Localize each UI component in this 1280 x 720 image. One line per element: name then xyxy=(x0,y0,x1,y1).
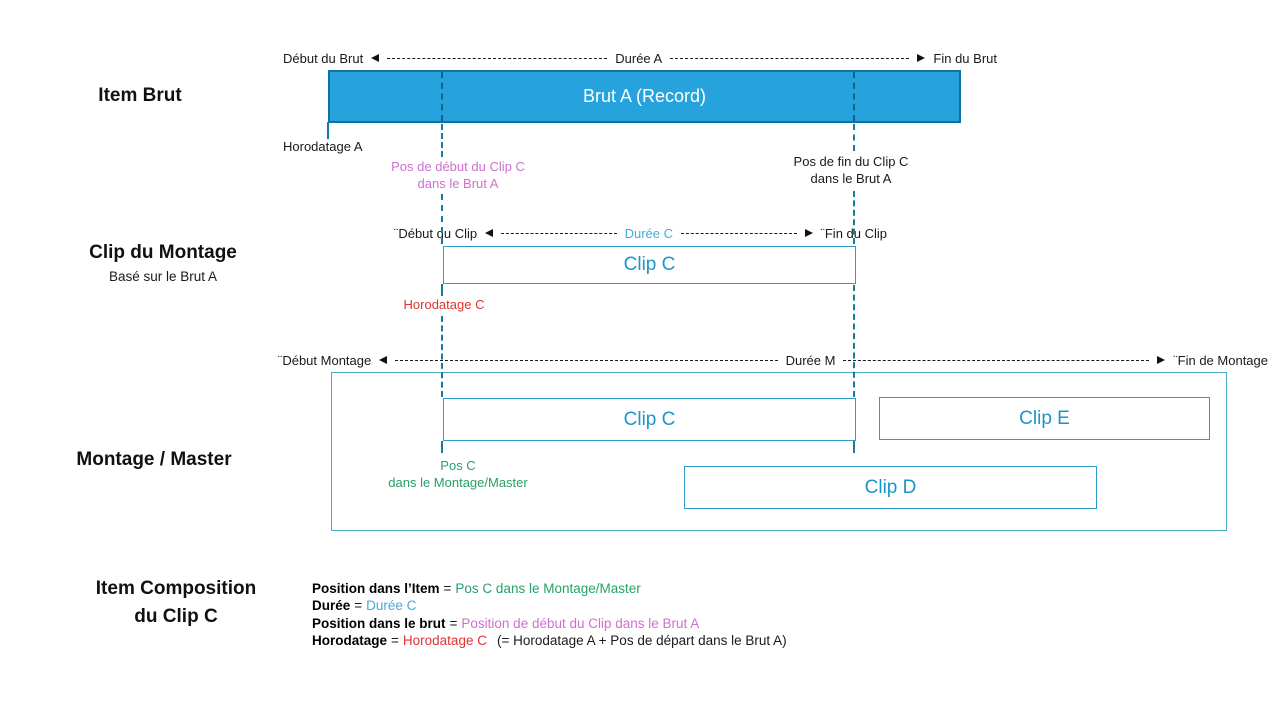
row-label-clip-du-montage: Clip du Montage xyxy=(89,242,237,263)
composition-value: Position de début du Clip dans le Brut A xyxy=(461,615,700,631)
timeline-montage-end-label: ¨Fin de Montage xyxy=(1173,352,1268,368)
horodatage-c-connector-line xyxy=(441,284,443,296)
composition-suffix: (= Horodatage A + Pos de départ dans le … xyxy=(496,632,787,648)
composition-line-position-brut: Position dans le brut=Position de début … xyxy=(312,615,787,632)
arrowhead-right-icon xyxy=(917,54,926,62)
pos-c-line2: dans le Montage/Master xyxy=(388,475,528,490)
arrowhead-left-icon xyxy=(371,54,380,62)
clip-start-connector xyxy=(441,316,443,397)
clip-c-box-montage-row: Clip C xyxy=(443,246,856,284)
dashed-span xyxy=(681,232,797,234)
timeline-clip-duration-label: Durée C xyxy=(624,225,674,241)
equals-sign: = xyxy=(443,581,452,596)
row-label-item-composition-line1: Item Composition xyxy=(95,578,257,599)
clip-end-connector-tick xyxy=(853,441,855,453)
pos-c-line1: Pos C xyxy=(440,458,476,473)
clip-e-box-in-montage: Clip E xyxy=(879,397,1210,440)
timeline-brut-end-label: Fin du Brut xyxy=(933,50,997,66)
composition-key: Position dans l’Item xyxy=(312,581,440,596)
equals-sign: = xyxy=(449,615,458,631)
timeline-montage: ¨Début Montage Durée M ¨Fin de Montage xyxy=(278,352,1268,368)
arrowhead-left-icon xyxy=(379,356,388,364)
horodatage-a-label: Horodatage A xyxy=(283,139,363,154)
row-label-item-composition-line2: du Clip C xyxy=(134,606,218,627)
brut-a-record-bar: Brut A (Record) xyxy=(328,70,961,123)
clip-start-connector-tick xyxy=(441,441,443,453)
timeline-brut-start-label: Début du Brut xyxy=(283,50,364,66)
arrowhead-left-icon xyxy=(485,229,494,237)
clip-start-connector xyxy=(441,124,443,157)
dashed-span xyxy=(387,57,608,59)
clip-c-box-label: Clip C xyxy=(623,254,676,275)
composition-line-horodatage: Horodatage=Horodatage C (= Horodatage A +… xyxy=(312,632,787,649)
clip-c-box-in-montage: Clip C xyxy=(443,398,856,441)
dashed-span xyxy=(501,232,617,234)
composition-line-position-item: Position dans l’Item=Pos C dans le Monta… xyxy=(312,580,787,597)
clip-end-connector xyxy=(853,285,855,397)
equals-sign: = xyxy=(354,598,363,614)
clip-end-connector xyxy=(853,124,855,151)
clip-d-label: Clip D xyxy=(864,476,917,498)
timeline-brut-duration-label: Durée A xyxy=(615,50,663,66)
pos-fin-clip-c-line2: dans le Brut A xyxy=(810,171,892,186)
row-label-montage-master: Montage / Master xyxy=(76,449,232,470)
dashed-span xyxy=(843,359,1150,361)
pos-fin-clip-c-line1: Pos de fin du Clip C xyxy=(793,154,909,169)
timeline-montage-duration-label: Durée M xyxy=(785,352,836,368)
composition-value: Durée C xyxy=(366,598,417,614)
composition-value: Pos C dans le Montage/Master xyxy=(455,581,641,596)
composition-key: Horodatage xyxy=(312,632,388,648)
dashed-span xyxy=(395,359,778,361)
clip-start-connector xyxy=(441,194,443,244)
clip-start-connector-in-bar xyxy=(441,72,443,121)
composition-key: Durée xyxy=(312,598,351,614)
pos-c-montage-label: Pos C dans le Montage/Master xyxy=(363,457,553,491)
arrowhead-right-icon xyxy=(804,229,813,237)
clip-end-connector xyxy=(853,191,855,244)
horodatage-a-connector-line xyxy=(327,122,329,139)
composition-block: Position dans l’Item=Pos C dans le Monta… xyxy=(312,580,787,649)
row-sublabel-base-brut-a: Basé sur le Brut A xyxy=(108,269,218,284)
brut-a-record-bar-label: Brut A (Record) xyxy=(582,86,707,106)
timeline-clip-c: ¨Début du Clip Durée C ¨Fin du Clip xyxy=(394,225,887,241)
composition-line-duree: Durée=Durée C xyxy=(312,597,787,614)
pos-debut-clip-c-line2: dans le Brut A xyxy=(417,176,499,191)
clip-e-label: Clip E xyxy=(1019,407,1070,429)
clip-d-box-in-montage: Clip D xyxy=(684,466,1097,509)
clip-c-label: Clip C xyxy=(623,408,676,430)
composition-value: Horodatage C xyxy=(402,632,487,648)
pos-fin-clip-c-label: Pos de fin du Clip C dans le Brut A xyxy=(761,153,941,187)
pos-debut-clip-c-label: Pos de début du Clip C dans le Brut A xyxy=(368,158,548,192)
dashed-span xyxy=(670,57,910,59)
timeline-clip-start-label: ¨Début du Clip xyxy=(394,225,478,241)
composition-key: Position dans le brut xyxy=(312,615,446,631)
timeline-brut-a: Début du Brut Durée A Fin du Brut xyxy=(283,50,997,66)
arrowhead-right-icon xyxy=(1157,356,1166,364)
clip-end-connector-in-bar xyxy=(853,72,855,121)
timeline-montage-start-label: ¨Début Montage xyxy=(278,352,372,368)
equals-sign: = xyxy=(391,632,399,648)
horodatage-c-label: Horodatage C xyxy=(403,297,485,312)
row-label-item-brut: Item Brut xyxy=(98,85,182,106)
pos-debut-clip-c-line1: Pos de début du Clip C xyxy=(391,159,525,174)
